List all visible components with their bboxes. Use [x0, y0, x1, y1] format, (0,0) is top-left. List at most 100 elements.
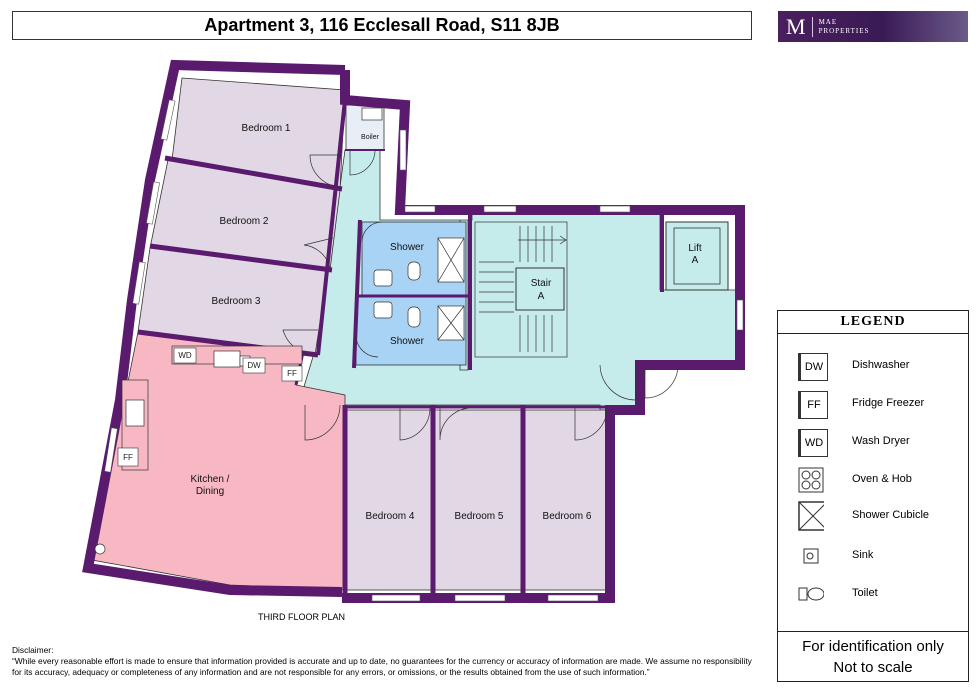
- legend-label: Oven & Hob: [852, 473, 912, 485]
- label-stair-2: A: [538, 291, 545, 302]
- outer-wall-north-east: [340, 70, 745, 603]
- fridge-freezer-box-north: [281, 365, 303, 382]
- window-bedroom6: [547, 594, 599, 602]
- hob-north: [213, 350, 241, 368]
- wash-dryer-icon: WD: [798, 429, 828, 457]
- floor-label: THIRD FLOOR PLAN: [258, 612, 346, 622]
- wall-bedroom2-3: [149, 243, 333, 273]
- window-shower: [404, 205, 436, 213]
- window-stair-1: [483, 205, 517, 213]
- sink-glyph: [803, 548, 819, 564]
- plan-title: Apartment 3, 116 Ecclesall Road, S11 8JB: [12, 11, 752, 40]
- dishwasher-code: DW: [247, 361, 261, 370]
- legend-item-wash-dryer: WD Wash Dryer: [778, 429, 968, 459]
- door-bedroom4: [399, 407, 431, 441]
- label-bedroom-3: Bedroom 3: [212, 296, 261, 307]
- fixtures: [94, 107, 465, 555]
- window-lift: [736, 299, 744, 331]
- door-stair: [599, 364, 637, 401]
- logo-text: MAE PROPERTIES: [819, 18, 870, 36]
- legend-code: FF: [807, 399, 821, 411]
- label-boiler: Boiler: [361, 134, 380, 141]
- door-shower2: [355, 334, 379, 358]
- legend-item-toilet: Toilet: [778, 581, 968, 611]
- fridge-freezer-icon: FF: [798, 391, 828, 419]
- legend-label: Toilet: [852, 587, 878, 599]
- logo-line-2: PROPERTIES: [818, 26, 870, 35]
- bedroom-5: [434, 409, 522, 591]
- label-stair-1: Stair: [531, 278, 552, 289]
- shower-cubicle-icon: [798, 501, 824, 531]
- fridge-freezer-code-north: FF: [287, 369, 297, 378]
- door-bedroom6: [574, 407, 608, 441]
- appliance-codes: WD DW FF FF: [117, 347, 303, 467]
- company-logo: M MAE PROPERTIES: [778, 11, 968, 42]
- lift-car: [673, 227, 721, 285]
- wall-bedrooms-east: [316, 99, 347, 356]
- window-boiler: [399, 129, 407, 171]
- disclaimer-text: “While every reasonable effort is made t…: [12, 656, 752, 677]
- legend-label: Sink: [852, 549, 874, 561]
- toilet-glyph: [798, 587, 824, 601]
- stair-treads: [479, 226, 553, 352]
- washer-dryer-code: WD: [178, 351, 192, 360]
- label-bedroom-6: Bedroom 6: [543, 511, 592, 522]
- note-line-2: Not to scale: [833, 659, 913, 676]
- legend-item-oven-hob: Oven & Hob: [778, 467, 968, 497]
- legend-label: Wash Dryer: [852, 435, 910, 447]
- toilet-2: [407, 306, 421, 328]
- fridge-freezer-box-west: [117, 447, 139, 467]
- window-bedroom3: [132, 261, 146, 305]
- stair-a: [474, 221, 568, 358]
- doors: [282, 149, 679, 441]
- disclaimer-heading: Disclaimer:: [12, 645, 54, 655]
- legend-code: WD: [804, 437, 824, 449]
- toilet-icon: [798, 581, 824, 607]
- sink-1: [373, 269, 393, 287]
- legend-code: DW: [804, 361, 824, 373]
- washer-dryer-box: [173, 347, 197, 364]
- door-bedroom2: [303, 237, 334, 269]
- window-kitchen: [104, 427, 118, 473]
- label-lift-2: A: [692, 255, 699, 266]
- door-exit: [644, 364, 679, 399]
- hob-west: [125, 399, 145, 427]
- windows: [104, 99, 744, 602]
- legend-label: Fridge Freezer: [852, 397, 925, 409]
- wall-bath-west: [352, 219, 362, 369]
- legend-item-shower-cubicle: Shower Cubicle: [778, 501, 968, 533]
- legend-scale-note: For identification only Not to scale: [778, 631, 968, 681]
- door-boiler: [349, 149, 376, 176]
- bedroom-6: [524, 409, 608, 591]
- label-bedroom-2: Bedroom 2: [220, 216, 269, 227]
- disclaimer: Disclaimer: “While every reasonable effo…: [12, 645, 762, 678]
- stair-core: [515, 267, 565, 311]
- logo-divider: [811, 16, 813, 37]
- label-kitchen-2: Dining: [196, 486, 224, 497]
- rooms-layer: [91, 77, 741, 591]
- shower-cubicle-glyph: [798, 501, 824, 531]
- legend-item-fridge-freezer: FF Fridge Freezer: [778, 391, 968, 421]
- legend-title: LEGEND: [778, 311, 968, 334]
- logo-mark: M: [786, 13, 806, 39]
- label-lift-1: Lift: [688, 243, 702, 254]
- label-shower-1: Shower: [390, 242, 425, 253]
- label-bedroom-5: Bedroom 5: [455, 511, 504, 522]
- legend-label: Shower Cubicle: [852, 509, 930, 521]
- window-bedroom4: [371, 594, 421, 602]
- window-bedroom2: [146, 181, 160, 225]
- logo-line-1: MAE: [818, 17, 838, 26]
- boiler-unit: [361, 107, 383, 121]
- bedroom-4: [346, 409, 432, 591]
- door-kitchen: [304, 404, 341, 441]
- oven-hob-icon: [798, 467, 824, 493]
- window-bedroom1: [160, 99, 176, 141]
- kitchen-bin: [94, 543, 106, 555]
- stair-enclosure: [474, 221, 568, 358]
- dishwasher-icon: DW: [798, 353, 828, 381]
- legend-item-dishwasher: DW Dishwasher: [778, 353, 968, 383]
- sink-icon: [798, 543, 824, 569]
- door-bedroom5: [439, 407, 471, 441]
- dishwasher-box: [242, 357, 266, 374]
